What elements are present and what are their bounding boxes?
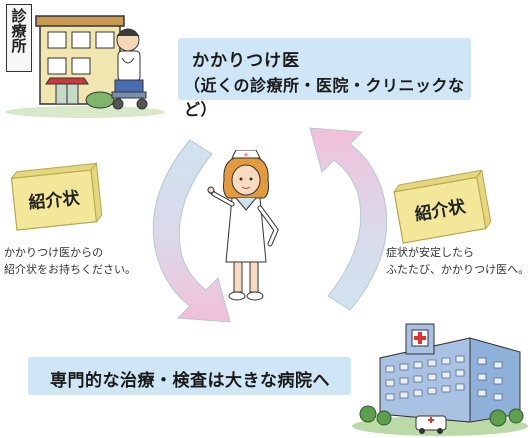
clinic-sign-text: 診療所 — [9, 8, 28, 53]
svg-text:+: + — [243, 151, 249, 159]
cycle-arrows — [152, 127, 388, 323]
left-note: かかりつけ医からの 紹介状をお持ちください。 — [4, 244, 174, 278]
left-arrow — [152, 139, 231, 323]
left-letter-card: 紹介状 — [10, 162, 103, 231]
right-note: 症状が安定したら ふたたび、かかりつけ医へ。 — [386, 244, 530, 278]
right-arrow — [309, 127, 388, 311]
clinic-sign: 診療所 — [6, 4, 32, 72]
bottom-banner: 専門的な治療・検査は大きな病院へ — [28, 357, 351, 395]
clinic-illustration — [5, 15, 165, 118]
bottom-banner-text: 専門的な治療・検査は大きな病院へ — [50, 371, 330, 391]
top-banner-subtitle: （近くの診療所・医院・クリニックなど） — [184, 76, 465, 119]
left-note-line-1: かかりつけ医からの — [4, 246, 104, 259]
top-banner-title: かかりつけ医 — [192, 51, 301, 71]
hospital-illustration — [352, 323, 528, 436]
left-note-line-2: 紹介状をお持ちください。 — [4, 263, 136, 276]
right-letter-card: 紹介状 — [393, 170, 492, 244]
right-note-line-1: 症状が安定したら — [386, 246, 474, 259]
right-note-line-2: ふたたび、かかりつけ医へ。 — [386, 263, 530, 276]
top-banner: かかりつけ医 （近くの診療所・医院・クリニックなど） — [178, 38, 471, 119]
nurse-illustration: + — [207, 150, 279, 301]
